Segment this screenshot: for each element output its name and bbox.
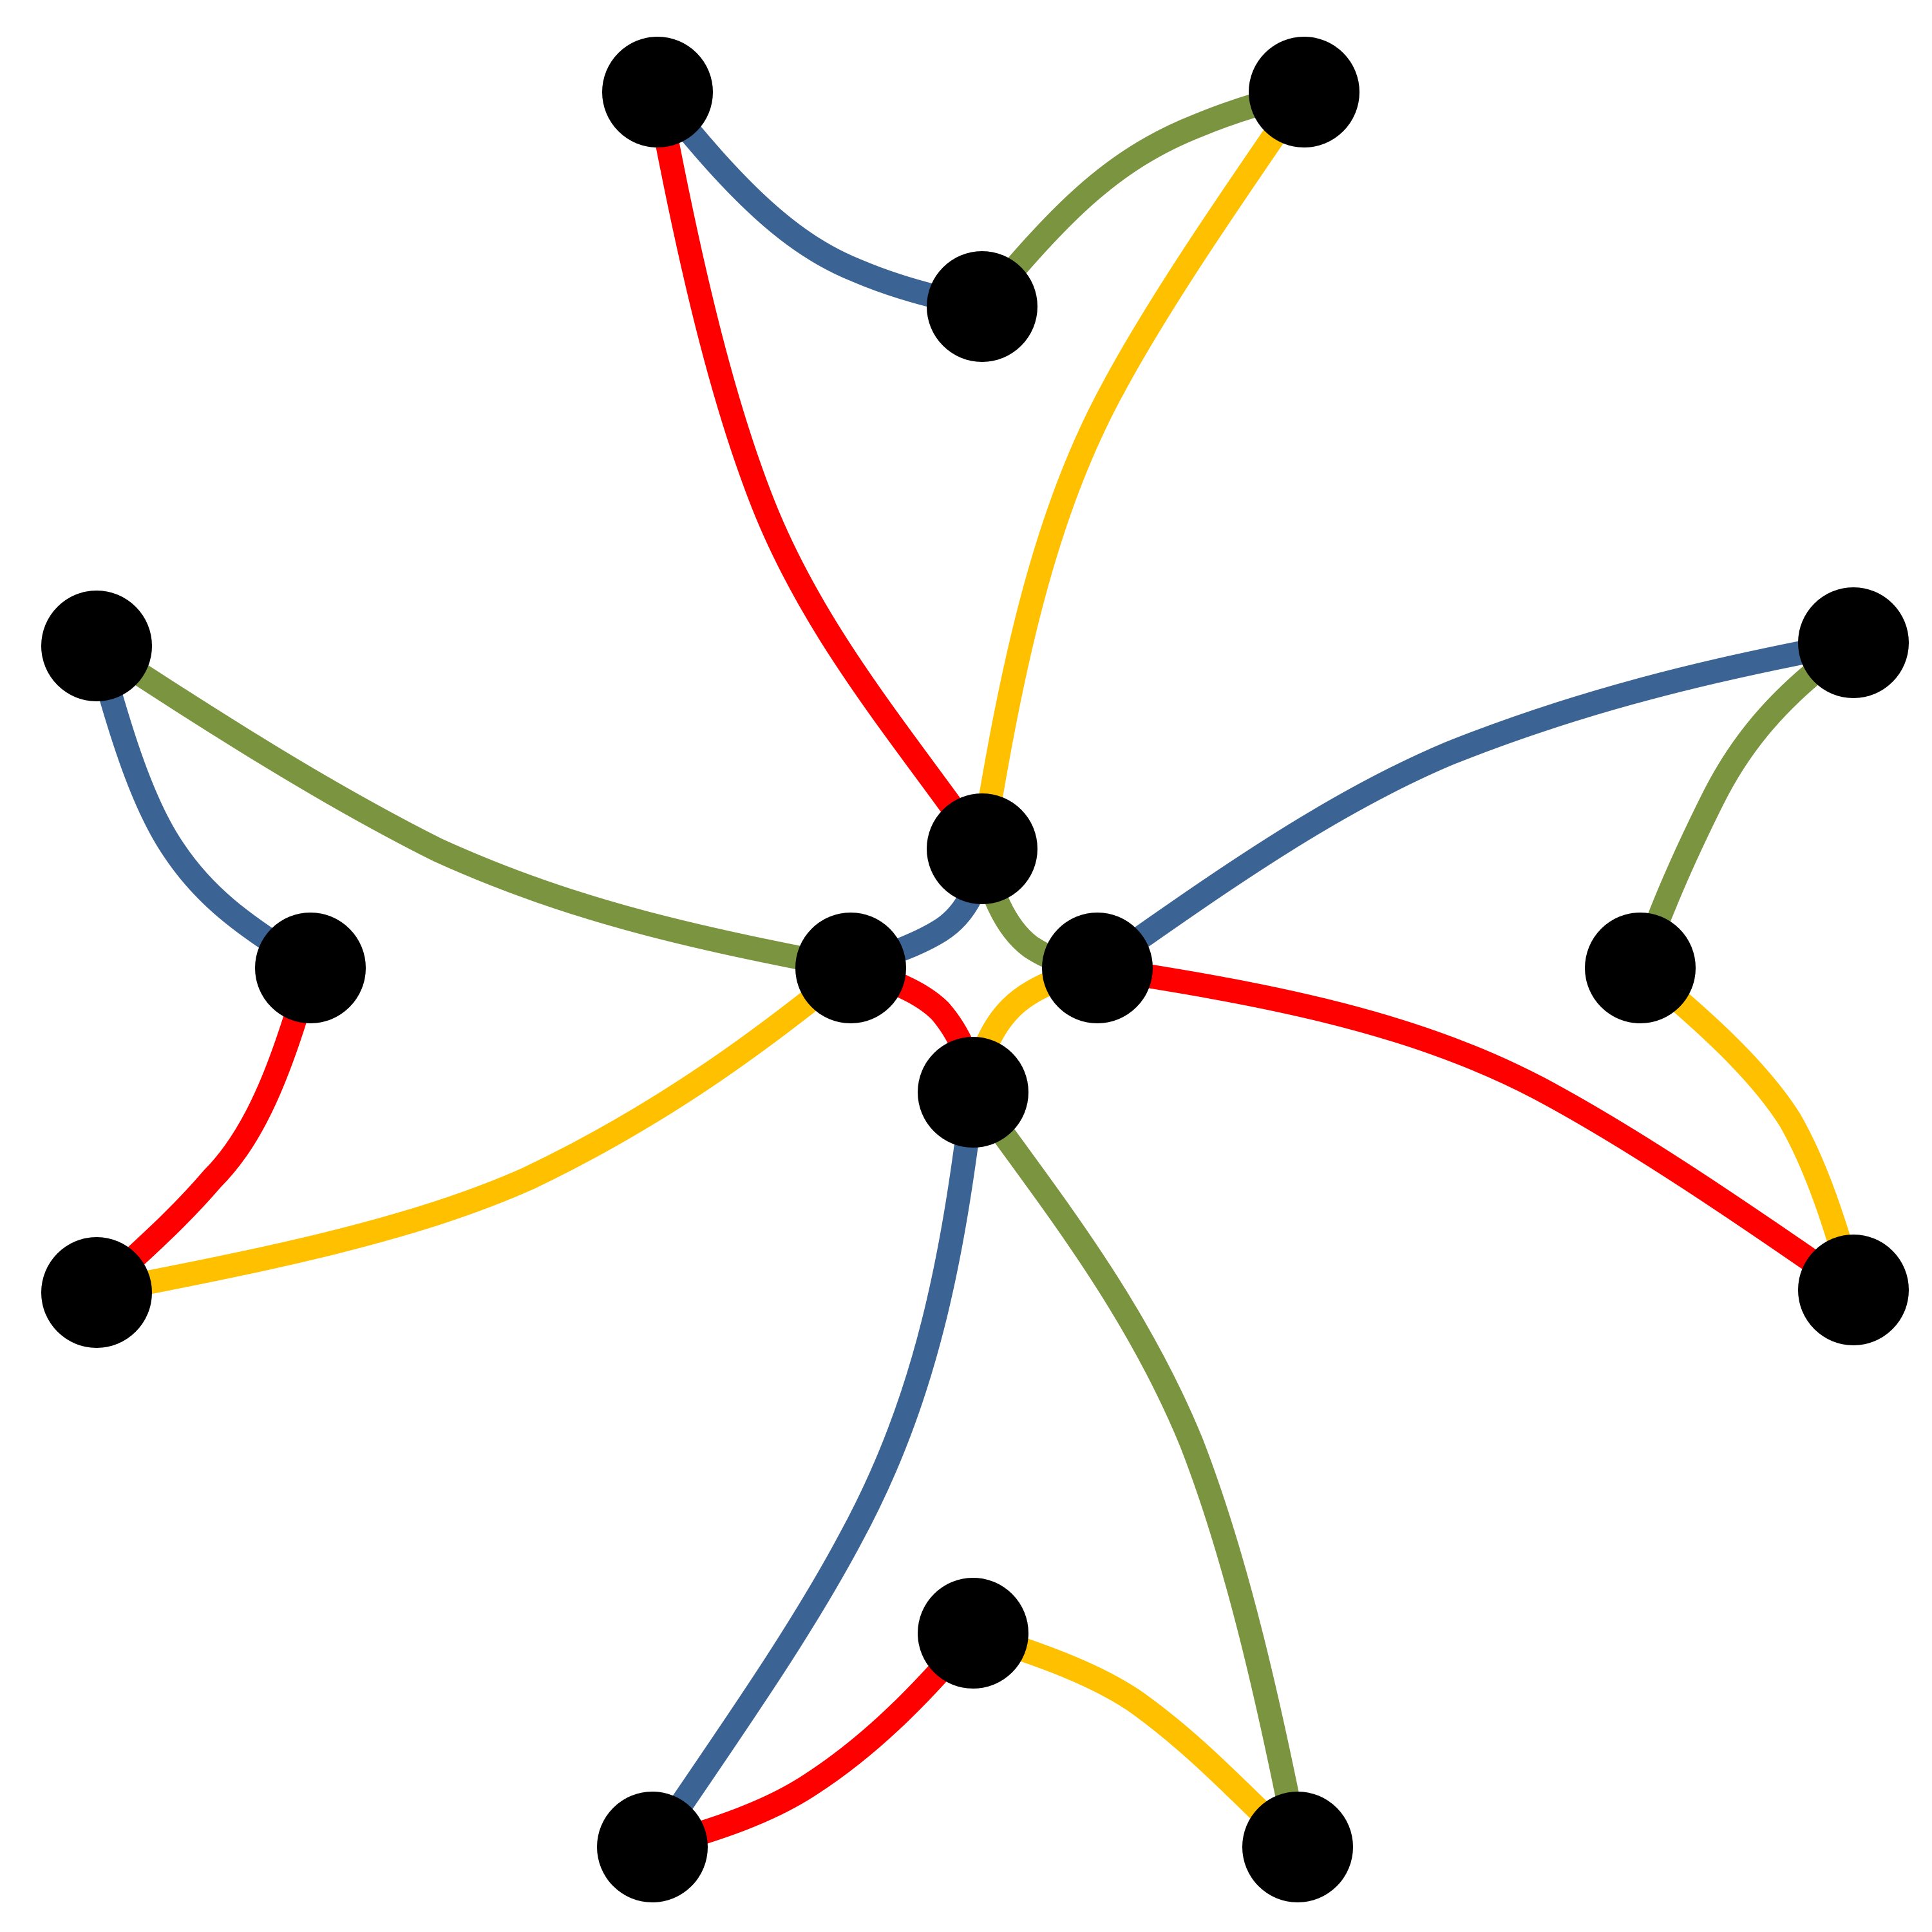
edge-top-inner-to-top-right — [970, 80, 1316, 319]
node-right-bottom — [1798, 1235, 1909, 1345]
node-left-bottom — [41, 1237, 152, 1348]
node-center-top — [927, 793, 1037, 904]
edge-left-top-to-left-inner — [84, 634, 323, 980]
node-left-inner — [255, 913, 366, 1023]
edge-bottom-right-to-center-bottom — [961, 1080, 1310, 1859]
node-bottom-right — [1242, 1792, 1353, 1902]
node-center-left — [795, 913, 906, 1023]
edge-right-inner-to-right-bottom — [1628, 956, 1866, 1302]
edge-left-bottom-to-center-left — [84, 956, 863, 1305]
edge-left-top-to-center-left — [84, 634, 863, 980]
edge-left-inner-to-left-bottom — [84, 956, 323, 1305]
node-top-right — [1249, 37, 1359, 147]
edge-right-bottom-to-center-right — [1085, 956, 1866, 1302]
node-layer — [41, 37, 1909, 1902]
edge-right-top-to-center-right — [1085, 630, 1866, 980]
node-bottom-left — [597, 1792, 708, 1902]
node-top-left — [602, 37, 713, 147]
edge-top-right-to-center-top — [970, 80, 1316, 861]
node-center-bottom — [918, 1037, 1028, 1148]
node-top-inner — [927, 251, 1037, 362]
node-bottom-inner — [918, 1578, 1028, 1689]
edge-bottom-inner-to-bottom-right — [961, 1621, 1310, 1859]
node-center-right — [1042, 913, 1153, 1023]
node-right-top — [1798, 587, 1909, 698]
edge-layer — [84, 80, 1866, 1859]
edge-top-left-to-center-top — [645, 80, 994, 861]
node-left-top — [41, 591, 152, 701]
edge-bottom-left-to-center-bottom — [640, 1080, 985, 1859]
edge-bottom-left-to-bottom-inner — [640, 1621, 985, 1859]
node-right-inner — [1585, 913, 1696, 1023]
edge-right-top-to-right-inner — [1628, 630, 1866, 980]
